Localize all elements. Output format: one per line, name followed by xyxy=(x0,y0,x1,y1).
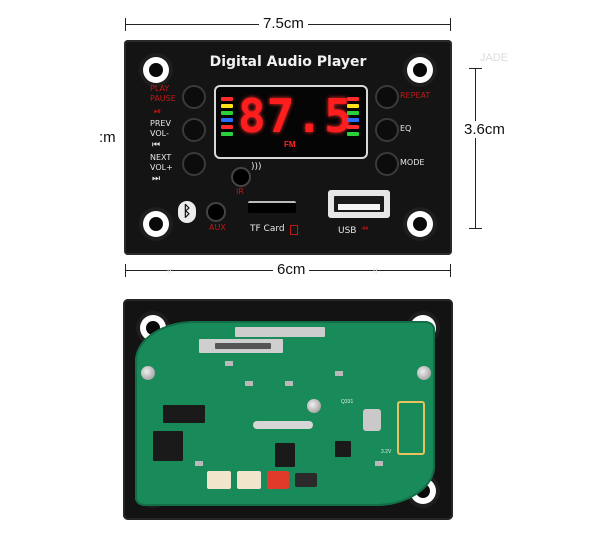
mode-button[interactable] xyxy=(375,152,399,176)
level-bars-left xyxy=(221,97,233,139)
power-connector xyxy=(267,471,289,489)
smd-3 xyxy=(285,381,293,386)
display-digits: 87.5 xyxy=(238,89,353,143)
eq-button[interactable] xyxy=(375,118,399,142)
next-label: NEXT VOL+ xyxy=(150,153,173,172)
screw-center xyxy=(307,399,321,413)
mount-hole-bottom-right xyxy=(407,211,433,237)
bluetooth-icon: ᛒ xyxy=(178,201,196,223)
watermark: ir xyxy=(167,266,173,277)
tf-card-icon xyxy=(290,225,298,235)
led-display: 87.5 FM xyxy=(214,85,368,159)
dim-tick-top xyxy=(469,68,482,69)
aux-jack[interactable] xyxy=(206,202,226,222)
back-panel: Q331 3.2V xyxy=(123,299,453,520)
mode-label: MODE xyxy=(400,158,425,167)
ic-bluetooth xyxy=(335,441,351,457)
silkscreen-label: Q331 xyxy=(341,399,354,405)
next-button[interactable] xyxy=(182,152,206,176)
bt-antenna xyxy=(397,401,425,455)
next-track-icon: ⏭ xyxy=(152,174,161,184)
play-pause-label: PLAY PAUSE xyxy=(150,84,176,103)
silkscreen-label: 3.2V xyxy=(381,449,392,455)
smd-4 xyxy=(335,371,343,376)
front-panel: Digital Audio Player PLAY PAUSE ⏯ PREV V… xyxy=(124,40,452,255)
play-pause-button[interactable] xyxy=(182,85,206,109)
usb-icon: ⇸ xyxy=(361,224,369,234)
prev-track-icon: ⏮ xyxy=(152,140,161,150)
usb-port[interactable] xyxy=(328,190,390,218)
dim-inner-width-label: 6cm xyxy=(273,261,310,278)
dim-height-label: 3.6cm xyxy=(460,121,509,138)
aux-label: AUX xyxy=(209,223,226,232)
tf-card-slot[interactable] xyxy=(248,201,296,213)
ic-decoder xyxy=(153,431,183,461)
tf-slot-inner xyxy=(215,343,271,349)
smd-5 xyxy=(375,461,383,466)
prev-button[interactable] xyxy=(182,118,206,142)
ir-sensor-icon: ))) xyxy=(251,162,262,172)
test-pads xyxy=(253,421,313,429)
crystal xyxy=(363,409,381,431)
panel-title: Digital Audio Player xyxy=(209,54,367,70)
tf-card-label: TF Card xyxy=(250,224,285,234)
display-band: FM xyxy=(284,140,296,149)
dim-left-partial-label: :m xyxy=(99,129,116,146)
screw-right xyxy=(417,366,431,380)
display-header xyxy=(235,327,325,337)
mount-hole-bottom-left xyxy=(143,211,169,237)
dim-tick-bottom xyxy=(469,228,482,229)
smd-1 xyxy=(225,361,233,366)
prev-label: PREV VOL- xyxy=(150,119,171,138)
speaker-connector-1 xyxy=(207,471,231,489)
watermark: ir xyxy=(373,266,379,277)
dim-tick-left xyxy=(125,18,126,31)
pcb-board: Q331 3.2V xyxy=(135,321,435,506)
aux-connector xyxy=(295,473,317,487)
mount-hole-top-right xyxy=(407,57,433,83)
usb-label: USB xyxy=(338,226,357,236)
ir-label: IR xyxy=(236,187,244,196)
ic-regulator xyxy=(275,443,295,467)
dim-tick-right xyxy=(450,18,451,31)
level-bars-right xyxy=(347,97,359,139)
dim-width-label: 7.5cm xyxy=(259,15,308,32)
dim-tick-bottom-right xyxy=(450,264,451,277)
eq-label: EQ xyxy=(400,124,412,133)
ic-amplifier xyxy=(163,405,205,423)
mount-hole-top-left xyxy=(143,57,169,83)
speaker-connector-2 xyxy=(237,471,261,489)
smd-2 xyxy=(245,381,253,386)
ir-sensor xyxy=(231,167,251,187)
repeat-button[interactable] xyxy=(375,85,399,109)
watermark: JADE xyxy=(480,52,509,64)
repeat-label: REPEAT xyxy=(400,91,431,100)
dim-line-right xyxy=(475,68,476,228)
play-pause-icon: ⏯ xyxy=(154,107,162,117)
screw-left xyxy=(141,366,155,380)
dim-tick-bottom-left xyxy=(125,264,126,277)
smd-6 xyxy=(195,461,203,466)
